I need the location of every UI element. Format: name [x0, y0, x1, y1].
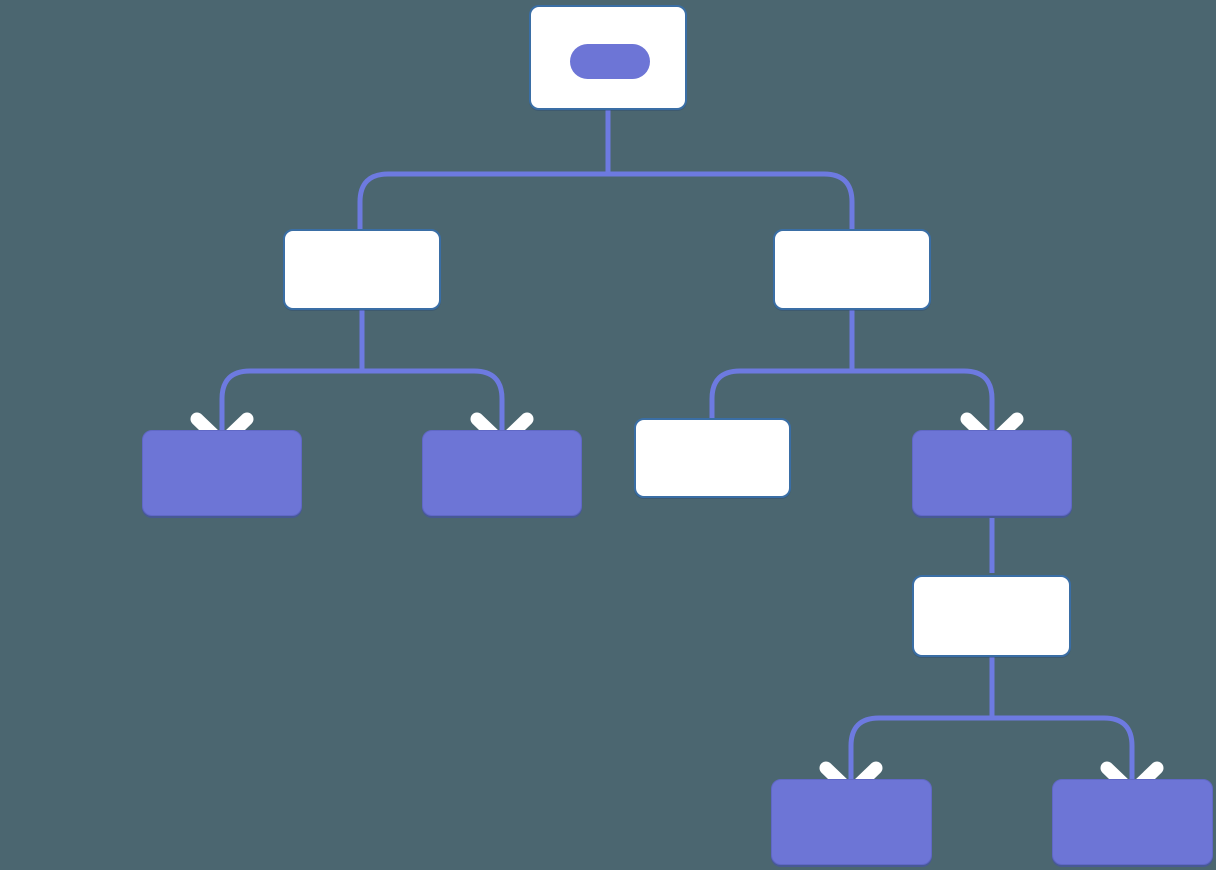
- node-root[interactable]: [529, 5, 687, 110]
- node-level1-right[interactable]: [773, 229, 931, 310]
- edge-left-to-child-a: [219, 368, 362, 432]
- edge-r3-to-child-b: [992, 715, 1135, 781]
- node-level1-left-label: [285, 231, 439, 308]
- node-level2-left-a[interactable]: [142, 430, 302, 516]
- edge-root-to-right-child: [608, 171, 855, 232]
- node-level4-right[interactable]: [1052, 779, 1213, 865]
- node-level2-left-b[interactable]: [422, 430, 582, 516]
- edge-left-to-child-b: [362, 368, 505, 432]
- node-level4-right-label: [1053, 780, 1212, 864]
- node-level3-right-label: [914, 577, 1069, 655]
- root-pill-marker[interactable]: [570, 44, 650, 79]
- node-level2-right-a[interactable]: [634, 418, 791, 498]
- node-level4-left-label: [772, 780, 931, 864]
- node-level4-left[interactable]: [771, 779, 932, 865]
- node-level1-right-label: [775, 231, 929, 308]
- node-level1-left[interactable]: [283, 229, 441, 310]
- node-level2-right-b-label: [913, 431, 1071, 515]
- node-level2-right-a-label: [636, 420, 789, 496]
- node-level2-left-b-label: [423, 431, 581, 515]
- edge-root-to-left-child: [357, 171, 608, 232]
- edge-right-to-child-a: [709, 368, 852, 420]
- node-level2-right-b[interactable]: [912, 430, 1072, 516]
- node-level2-left-a-label: [143, 431, 301, 515]
- edge-right-to-child-b: [852, 368, 995, 432]
- node-level3-right[interactable]: [912, 575, 1071, 657]
- edge-r3-to-child-a: [848, 715, 992, 781]
